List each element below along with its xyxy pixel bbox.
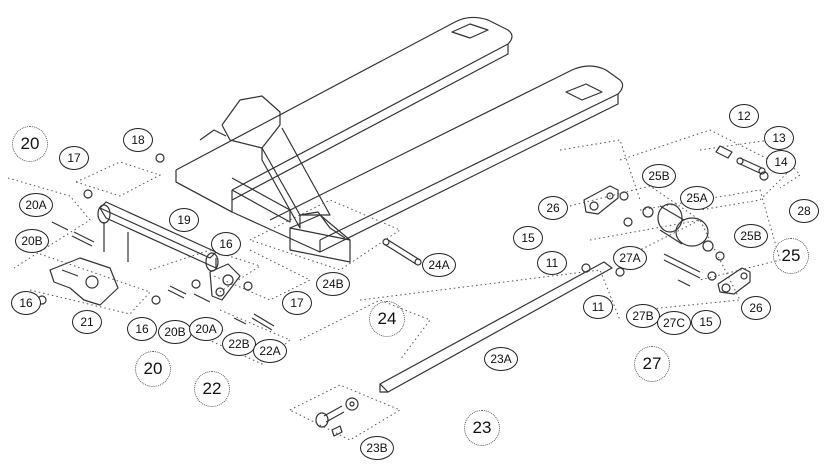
callout-20a-top: 20A bbox=[19, 193, 53, 217]
callout-18: 18 bbox=[123, 128, 153, 152]
pump-column bbox=[199, 95, 346, 239]
axle-13 bbox=[736, 157, 766, 175]
lever-arm-21 bbox=[49, 257, 119, 306]
springs bbox=[51, 221, 691, 331]
callout-11-left: 11 bbox=[537, 251, 567, 275]
callout-13: 13 bbox=[764, 126, 794, 150]
group-label-25: 25 bbox=[773, 238, 809, 274]
roller-axle-19 bbox=[97, 201, 219, 272]
fork-left bbox=[175, 16, 513, 201]
callout-16-mid: 16 bbox=[211, 232, 241, 256]
callout-22b: 22B bbox=[222, 332, 256, 356]
group-label-20-bottom: 20 bbox=[135, 351, 171, 387]
group-label-27: 27 bbox=[634, 346, 670, 382]
push-rod-23a bbox=[379, 261, 613, 393]
small-fittings bbox=[37, 145, 769, 305]
callout-11-right: 11 bbox=[583, 295, 613, 319]
group-label-24: 24 bbox=[369, 301, 405, 337]
callout-21: 21 bbox=[72, 310, 102, 334]
fork-right bbox=[269, 65, 624, 253]
callout-16-left: 16 bbox=[11, 291, 41, 315]
callout-24a: 24A bbox=[422, 253, 456, 277]
callout-14: 14 bbox=[766, 150, 796, 174]
callout-15-right: 15 bbox=[691, 310, 721, 334]
callout-27c: 27C bbox=[657, 311, 691, 335]
group-label-20-top: 20 bbox=[12, 126, 48, 162]
callout-27a: 27A bbox=[613, 246, 647, 270]
callout-17-bottom: 17 bbox=[282, 291, 312, 315]
callout-19: 19 bbox=[169, 208, 199, 232]
callout-25b-bottom: 25B bbox=[734, 224, 768, 248]
callout-26-top: 26 bbox=[538, 196, 568, 220]
callout-22a: 22A bbox=[253, 339, 287, 363]
callout-16-bottom: 16 bbox=[127, 317, 157, 341]
bracket-26-bottom bbox=[717, 267, 751, 295]
rod-24a bbox=[382, 238, 422, 266]
callout-20b-top: 20B bbox=[15, 229, 49, 253]
callout-17-top: 17 bbox=[59, 146, 89, 170]
callout-25a: 25A bbox=[680, 186, 714, 210]
load-wheel-25a bbox=[642, 203, 714, 252]
axle-27b bbox=[663, 253, 701, 279]
callout-26-bottom: 26 bbox=[741, 296, 771, 320]
group-label-23: 23 bbox=[464, 410, 500, 446]
callout-12: 12 bbox=[729, 104, 759, 128]
callout-23a: 23A bbox=[484, 347, 518, 371]
callout-24b: 24B bbox=[316, 272, 350, 296]
group-label-22: 22 bbox=[194, 371, 230, 407]
bracket-26-top bbox=[583, 185, 619, 215]
callout-23b: 23B bbox=[360, 436, 394, 460]
callout-20b-bottom: 20B bbox=[158, 320, 192, 344]
callout-20a-bottom: 20A bbox=[189, 317, 223, 341]
callout-15-left: 15 bbox=[513, 226, 543, 250]
callout-28: 28 bbox=[789, 199, 819, 223]
bolt-23b bbox=[315, 397, 359, 437]
callout-25b-top: 25B bbox=[642, 164, 676, 188]
callout-27b: 27B bbox=[626, 304, 660, 328]
